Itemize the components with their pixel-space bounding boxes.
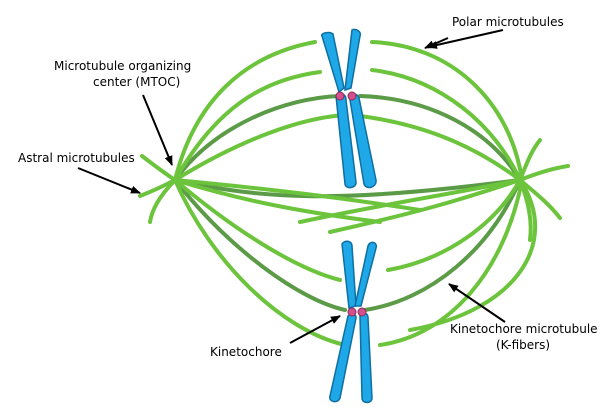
kinetochore-upper: [335, 91, 357, 101]
label-kinetochore: Kinetochore: [210, 345, 282, 359]
label-kfibers-line1: Kinetochore microtubule: [450, 322, 598, 336]
arrow-polar-main: [427, 29, 504, 49]
arrow-kfibers: [448, 283, 506, 323]
label-kfibers-line2: (K-fibers): [496, 338, 550, 352]
chromosome-lower: [329, 240, 378, 404]
spindle-fibers-front: [138, 40, 570, 347]
arrow-mtoc: [142, 94, 173, 166]
label-polar-microtubules: Polar microtubules: [452, 15, 564, 29]
label-mtoc-line1: Microtubule organizing: [54, 59, 191, 73]
chromosome-upper: [321, 28, 377, 189]
kinetochore-lower: [347, 307, 367, 317]
arrow-astral: [77, 167, 141, 194]
label-astral-microtubules: Astral microtubules: [18, 151, 135, 165]
arrow-kinetochore: [289, 315, 341, 344]
annotation-arrows: [77, 29, 506, 344]
label-mtoc-line2: center (MTOC): [93, 75, 180, 89]
